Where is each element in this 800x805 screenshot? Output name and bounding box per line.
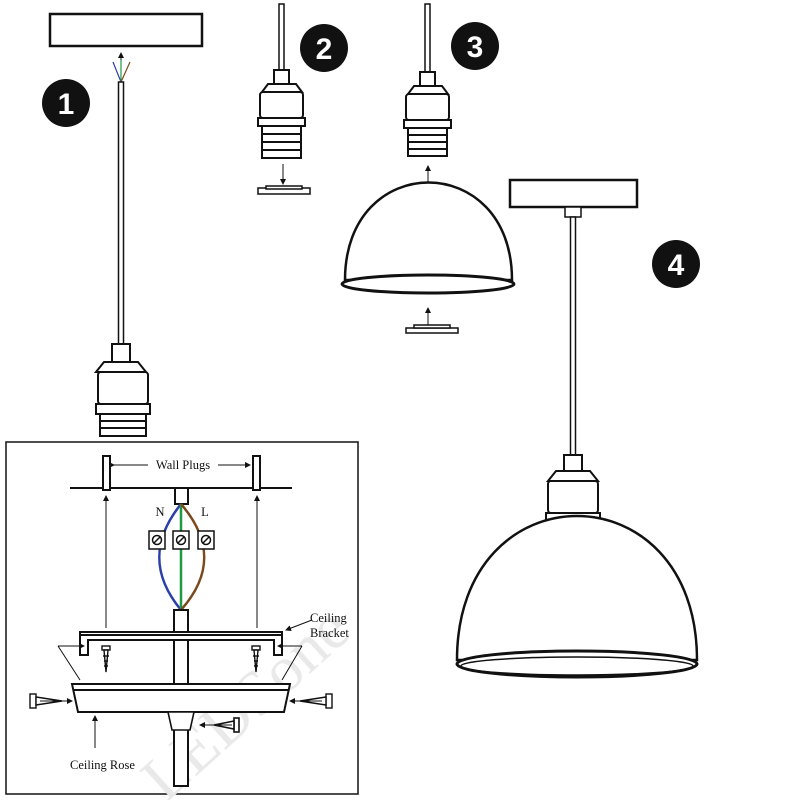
step-1-ceiling-block <box>48 12 204 48</box>
pointer-line-left <box>57 645 81 681</box>
live-wire <box>180 503 206 611</box>
step-3-lamp-holder <box>403 71 452 157</box>
step-1-cable <box>117 81 125 345</box>
wiring-detail-box: LEDSone Wall Plugs N L <box>5 441 363 805</box>
terminal-block-live <box>197 530 215 550</box>
step-3-cable <box>424 3 431 73</box>
terminal-blocks <box>148 530 215 550</box>
step-2-lamp-holder <box>257 69 306 159</box>
ceiling-bracket-pointer <box>285 619 313 632</box>
step-4-cord-grip <box>564 206 582 218</box>
step-1-number: 1 <box>58 88 75 121</box>
step-4-dome-shade <box>455 514 699 679</box>
step-1-lamp-holder <box>93 343 151 437</box>
terminal-block-neutral <box>148 530 166 550</box>
bracket-screw-left <box>101 645 111 673</box>
terminal-block-earth <box>172 530 190 550</box>
pointer-line-right <box>281 645 303 681</box>
ceiling-bracket <box>79 631 283 656</box>
wall-plug-left <box>102 455 111 491</box>
neutral-wire <box>158 503 182 611</box>
step-3-number: 3 <box>467 31 484 64</box>
live-label: L <box>201 505 209 519</box>
supply-cable-top <box>174 487 189 505</box>
step-4-cable <box>569 216 577 456</box>
connection-wires <box>158 503 206 611</box>
step-3-ring <box>405 324 459 334</box>
step-3-group: 3 <box>340 3 516 334</box>
step-1-wires <box>112 60 131 83</box>
ceiling-bracket-label-line2: Bracket <box>310 626 349 640</box>
ceiling-rose-label: Ceiling Rose <box>70 758 135 772</box>
step-3-dome-shade <box>340 181 516 295</box>
step-4-ceiling-rose <box>508 178 639 209</box>
step-2-group: 2 <box>257 3 348 195</box>
step-1-group: 1 <box>42 12 204 437</box>
bracket-screw-right <box>251 645 261 673</box>
step-1-badge: 1 <box>42 79 90 127</box>
step-3-badge: 3 <box>451 22 499 70</box>
wall-plug-right <box>252 455 261 491</box>
neutral-label: N <box>155 505 164 519</box>
step-2-number: 2 <box>316 33 333 66</box>
step-2-cable <box>278 3 285 71</box>
ceiling-rose <box>70 683 292 713</box>
step-4-number: 4 <box>668 249 685 282</box>
step-4-group: 4 <box>455 178 700 679</box>
ceiling-bracket-label-line1: Ceiling <box>310 611 348 625</box>
step-2-ring <box>257 185 311 195</box>
wall-plugs-label: Wall Plugs <box>156 458 210 472</box>
step-2-badge: 2 <box>300 24 348 72</box>
step-4-badge: 4 <box>652 240 700 288</box>
